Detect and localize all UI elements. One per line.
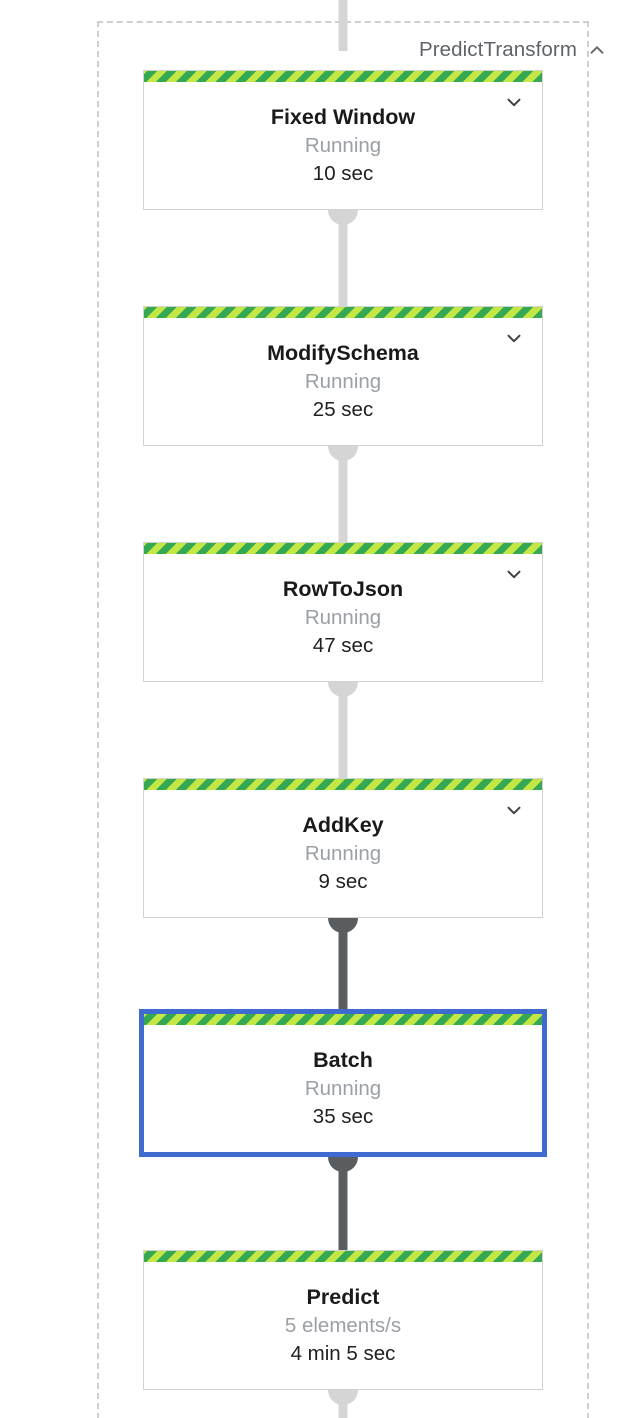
node-status: Running <box>304 605 382 629</box>
chevron-down-icon[interactable] <box>500 90 528 114</box>
node-body: Predict 5 elements/s 4 min 5 sec <box>144 1262 542 1389</box>
chevron-down-icon[interactable] <box>500 798 528 822</box>
chevron-down-icon[interactable] <box>500 562 528 586</box>
pipeline-node-predict[interactable]: Predict 5 elements/s 4 min 5 sec <box>143 1250 543 1390</box>
node-name: RowToJson <box>282 577 404 602</box>
node-name: Batch <box>313 1048 373 1073</box>
connector-stem <box>338 1157 348 1250</box>
composite-transform-title: PredictTransform <box>418 38 577 61</box>
node-body: Fixed Window Running 10 sec <box>144 82 542 209</box>
node-status: Running <box>304 841 382 865</box>
pipeline-node-fixed-window[interactable]: Fixed Window Running 10 sec <box>143 70 543 210</box>
node-status-stripe <box>144 1014 542 1025</box>
connector-stem <box>338 0 348 51</box>
node-name: ModifySchema <box>267 341 419 366</box>
node-body: AddKey Running 9 sec <box>144 790 542 917</box>
node-status-stripe <box>144 307 542 318</box>
node-status: Running <box>304 133 382 157</box>
connector-stem <box>338 446 348 542</box>
connector-stem <box>338 1390 348 1418</box>
composite-transform-header[interactable]: PredictTransform <box>419 36 608 64</box>
node-body: RowToJson Running 47 sec <box>144 554 542 681</box>
pipeline-node-addkey[interactable]: AddKey Running 9 sec <box>143 778 543 918</box>
pipeline-node-batch[interactable]: Batch Running 35 sec <box>139 1009 547 1157</box>
node-body: ModifySchema Running 25 sec <box>144 318 542 445</box>
node-duration: 9 sec <box>318 870 368 894</box>
node-duration: 47 sec <box>312 634 374 658</box>
node-name: Predict <box>306 1285 380 1310</box>
connector-stem <box>338 682 348 778</box>
node-name: Fixed Window <box>270 105 416 130</box>
pipeline-node-modifyschema[interactable]: ModifySchema Running 25 sec <box>143 306 543 446</box>
node-duration: 25 sec <box>312 398 374 422</box>
node-status-stripe <box>144 543 542 554</box>
node-body: Batch Running 35 sec <box>144 1025 542 1152</box>
node-status: Running <box>304 1076 382 1100</box>
pipeline-node-rowtojson[interactable]: RowToJson Running 47 sec <box>143 542 543 682</box>
chevron-up-icon[interactable] <box>586 39 608 61</box>
node-status-stripe <box>144 1251 542 1262</box>
node-status-stripe <box>144 71 542 82</box>
node-status-stripe <box>144 779 542 790</box>
node-name: AddKey <box>302 813 384 838</box>
connector-stem <box>338 210 348 306</box>
node-status: 5 elements/s <box>284 1313 402 1337</box>
node-duration: 10 sec <box>312 162 374 186</box>
node-duration: 4 min 5 sec <box>290 1342 396 1366</box>
node-status: Running <box>304 369 382 393</box>
chevron-down-icon[interactable] <box>500 326 528 350</box>
node-duration: 35 sec <box>312 1105 374 1129</box>
connector-stem <box>338 918 348 1015</box>
